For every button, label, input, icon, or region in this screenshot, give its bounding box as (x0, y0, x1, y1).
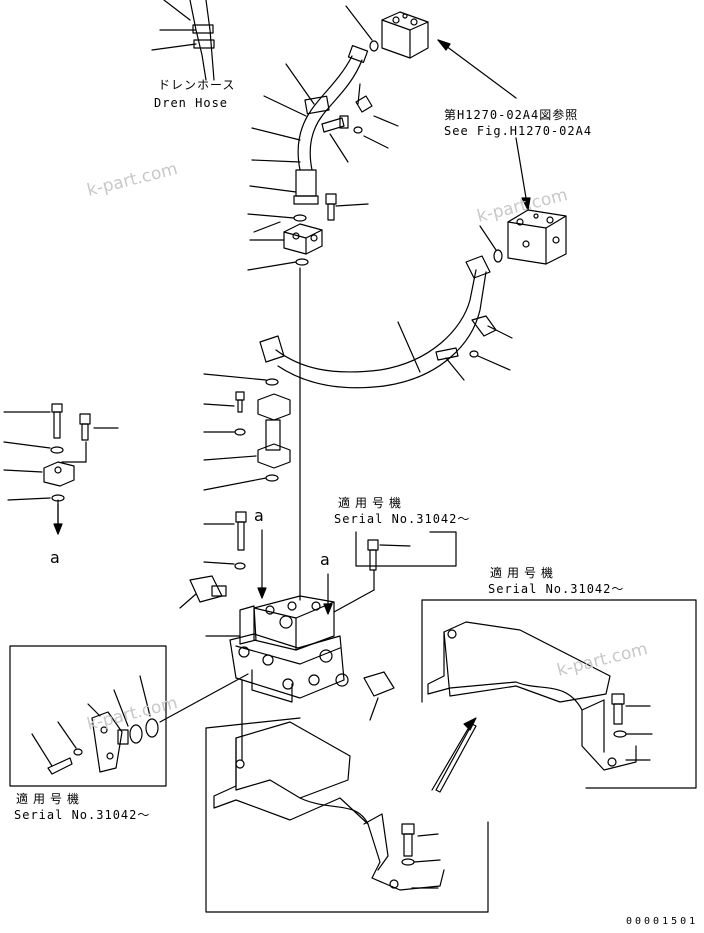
control-valve (205, 595, 349, 703)
main-hose (259, 255, 513, 601)
callout-a-right: a (320, 550, 330, 569)
upper-flange (247, 193, 369, 271)
see-fig-jp-label: 第H1270-02A4図参照 (444, 108, 579, 122)
serial-en-label-1: Serial No.31042～ (334, 512, 471, 526)
serial-jp-label-2: 適用号機 (490, 566, 559, 580)
upper-valve-block (345, 5, 429, 59)
right-bracket-inset (421, 599, 697, 793)
drain-hose-en-label: Dren Hose (154, 96, 229, 110)
left-fittings (3, 403, 119, 535)
drain-hose (151, 0, 215, 81)
valve-fittings (179, 511, 411, 721)
see-fig-en-label: See Fig.H1270-02A4 (444, 124, 593, 138)
callout-a-left: a (50, 548, 60, 567)
serial-jp-label-3: 適用号機 (16, 792, 85, 806)
upper-clamp-bolts (321, 83, 399, 163)
serial-box-small (355, 531, 457, 567)
left-inset (9, 645, 249, 787)
see-fig-leaders (437, 39, 531, 211)
serial-en-label-2: Serial No.31042～ (488, 582, 625, 596)
tube-assembly (203, 373, 291, 491)
bottom-bracket-inset (205, 679, 489, 913)
upper-hose (249, 45, 369, 205)
callout-a-mid: a (254, 506, 264, 525)
serial-jp-label-1: 適用号機 (338, 496, 407, 510)
drawing-code: 00001501 (626, 916, 699, 927)
serial-en-label-3: Serial No.31042～ (14, 808, 151, 822)
drain-hose-jp-label: ドレンホース (158, 78, 236, 92)
